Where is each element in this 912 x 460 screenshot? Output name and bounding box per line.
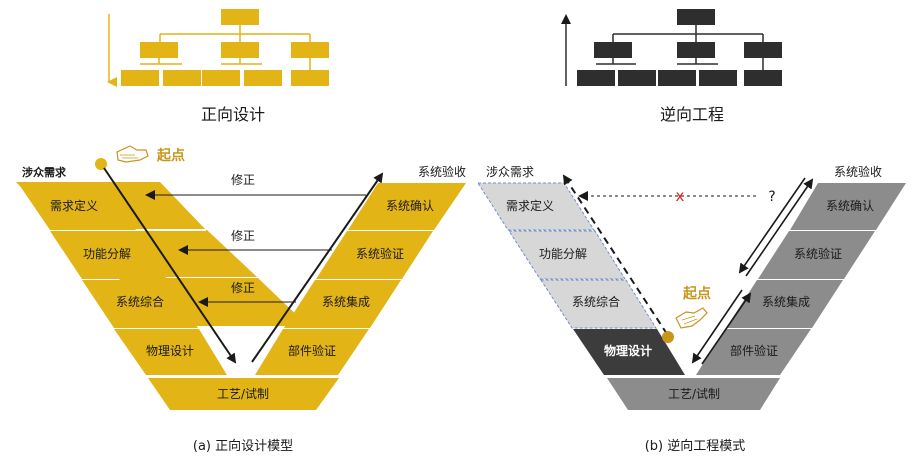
reverse-stakeholder-label: 涉众需求 xyxy=(486,165,534,179)
reverse-stage-system-verification: 系统验证 xyxy=(794,246,842,261)
reverse-cross-mark: x xyxy=(676,187,685,205)
reverse-question-mark: ? xyxy=(768,189,775,205)
reverse-stage-system-integration: 系统集成 xyxy=(762,294,810,309)
reverse-up-arrow-1 xyxy=(745,178,814,277)
forward-caption: (a) 正向设计模型 xyxy=(193,438,293,454)
reverse-dashed-up-arrow xyxy=(562,174,668,335)
forward-stage-component-verification: 部件验证 xyxy=(288,343,336,358)
reverse-start-label: 起点 xyxy=(682,285,711,302)
reverse-stage-physical-design: 物理设计 xyxy=(604,343,652,358)
reverse-title: 逆向工程 xyxy=(660,105,724,124)
forward-down-arrow xyxy=(103,167,237,364)
reverse-start-dot xyxy=(662,331,674,343)
correction-label-2: 修正 xyxy=(231,228,255,243)
reverse-org-chart-icon xyxy=(577,9,782,86)
reverse-stage-process-prototype: 工艺/试制 xyxy=(668,386,720,401)
reverse-stage-blocks xyxy=(477,182,906,410)
forward-stage-process-prototype: 工艺/试制 xyxy=(217,386,269,401)
forward-start-dot xyxy=(95,158,107,170)
reverse-stage-system-validation: 系统确认 xyxy=(826,199,874,213)
pointing-hand-icon xyxy=(675,307,708,329)
forward-start-label: 起点 xyxy=(156,147,185,164)
forward-stage-system-synthesis: 系统综合 xyxy=(116,294,164,309)
forward-acceptance-label: 系统验收 xyxy=(418,164,466,179)
forward-org-chart-icon xyxy=(121,9,329,86)
forward-stage-physical-design: 物理设计 xyxy=(146,344,194,358)
forward-stage-system-integration: 系统集成 xyxy=(322,294,370,309)
correction-label-3: 修正 xyxy=(231,280,255,295)
forward-title: 正向设计 xyxy=(201,105,265,124)
reverse-up-arrow-2 xyxy=(701,292,752,365)
forward-stage-requirements-definition: 需求定义 xyxy=(50,198,98,213)
pointing-hand-icon xyxy=(116,145,149,163)
forward-up-arrow xyxy=(251,172,384,363)
forward-stage-system-verification: 系统验证 xyxy=(356,246,404,261)
correction-label-1: 修正 xyxy=(231,172,255,187)
reverse-down-arrow-2 xyxy=(691,289,743,364)
reverse-down-arrow-1 xyxy=(738,177,806,274)
reverse-stage-function-decomposition: 功能分解 xyxy=(539,247,587,261)
forward-stage-system-validation: 系统确认 xyxy=(386,199,434,213)
reverse-stage-requirements-definition: 需求定义 xyxy=(506,198,554,213)
forward-stakeholder-label: 涉众需求 xyxy=(22,165,67,179)
reverse-caption: (b) 逆向工程模式 xyxy=(645,438,746,454)
reverse-stage-component-verification: 部件验证 xyxy=(730,343,778,358)
forward-stage-blocks xyxy=(18,183,466,410)
forward-stage-function-decomposition: 功能分解 xyxy=(83,247,131,261)
reverse-stage-system-synthesis: 系统综合 xyxy=(572,294,620,309)
reverse-acceptance-label: 系统验收 xyxy=(834,164,882,179)
